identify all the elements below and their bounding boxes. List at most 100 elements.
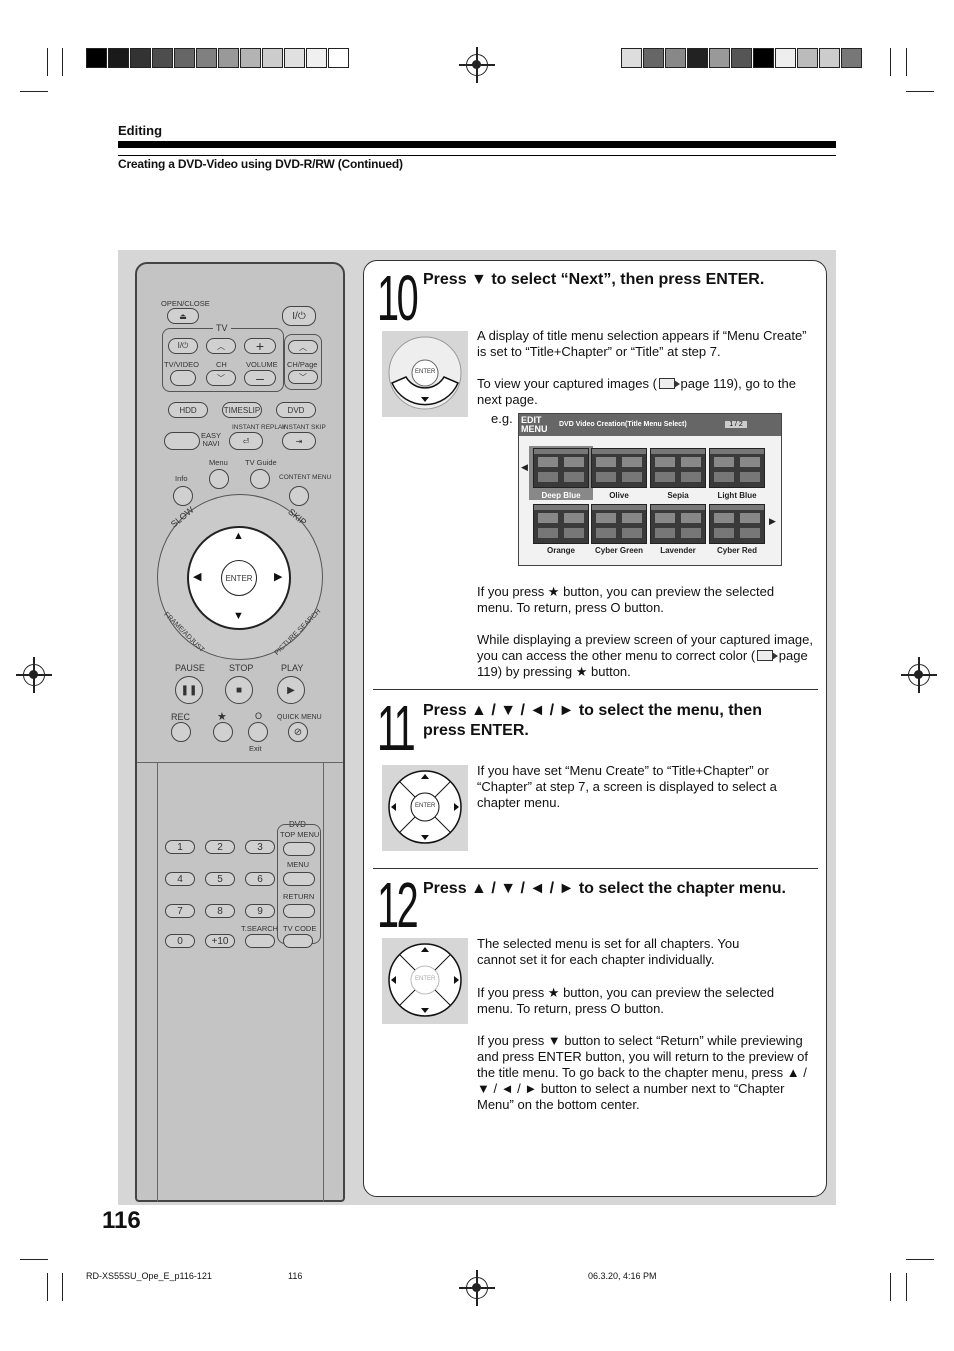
dpad-down-icon	[388, 336, 462, 410]
color-bar-right	[621, 48, 863, 68]
key-8[interactable]: 8	[205, 904, 235, 918]
step-number: 10	[377, 262, 419, 334]
menu-thumb[interactable]	[709, 504, 765, 544]
dpad-right-icon[interactable]: ▶	[274, 571, 283, 583]
circle-label: O	[255, 711, 263, 721]
pause-button[interactable]: ❚❚	[175, 676, 203, 704]
instant-replay-label: INSTANT REPLAY	[232, 424, 287, 431]
step-heading: Press ▲ / ▼ / ◄ / ► to select the menu, …	[423, 702, 762, 739]
key-9[interactable]: 9	[245, 904, 275, 918]
edit-menu-logo: EDIT MENU	[521, 415, 548, 434]
dvd-button[interactable]: DVD	[276, 402, 316, 418]
tv-guide-button[interactable]	[250, 469, 270, 489]
menu-thumb[interactable]	[533, 504, 589, 544]
info-button[interactable]	[173, 486, 193, 506]
crop-mark	[906, 1273, 907, 1301]
volume-down-button[interactable]: –	[244, 370, 276, 386]
ch-up-button[interactable]: ︿	[206, 338, 236, 354]
top-menu-label: TOP MENU	[280, 830, 320, 839]
menu-label: Cyber Green	[594, 546, 644, 555]
page-subtitle: Creating a DVD-Video using DVD-R/RW (Con…	[118, 157, 403, 171]
step-number: 11	[377, 692, 416, 764]
enter-label: ENTER	[415, 369, 436, 375]
footer-date: 06.3.20, 4:16 PM	[588, 1271, 657, 1281]
menu-thumb[interactable]	[591, 504, 647, 544]
menu-thumb[interactable]	[533, 448, 589, 488]
ch-page-label: CH/Page	[287, 360, 318, 369]
open-close-label: OPEN/CLOSE	[161, 299, 210, 308]
page-number: 116	[102, 1207, 141, 1234]
menu-thumb[interactable]	[650, 448, 706, 488]
dpad-up-icon[interactable]: ▲	[233, 530, 244, 542]
screen-titlebar	[519, 414, 781, 436]
dpad-left-icon[interactable]: ◀	[193, 571, 202, 583]
dpad-all-directions-icon	[388, 943, 462, 1017]
hdd-button[interactable]: HDD	[168, 402, 208, 418]
registration-mark-icon	[16, 657, 52, 693]
ch-page-down-button[interactable]: ﹀	[288, 370, 318, 384]
power-button[interactable]: I/⏻	[282, 306, 316, 326]
key-0[interactable]: 0	[165, 934, 195, 948]
ch-down-button[interactable]: ﹀	[206, 370, 236, 386]
key-1[interactable]: 1	[165, 840, 195, 854]
enter-label: ENTER	[415, 976, 436, 982]
menu-button[interactable]	[209, 469, 229, 489]
key-5[interactable]: 5	[205, 872, 235, 886]
key-4[interactable]: 4	[165, 872, 195, 886]
screen-right-arrow-icon[interactable]: ▶	[769, 516, 776, 526]
instant-skip-label: INSTANT SKIP	[282, 424, 326, 431]
menu-label: Orange	[546, 546, 575, 555]
menu-thumb[interactable]	[650, 504, 706, 544]
menu-label: Lavender	[660, 546, 696, 555]
screen-left-arrow-icon[interactable]: ◀	[521, 462, 528, 472]
play-button[interactable]: ▶	[277, 676, 305, 704]
top-menu-button[interactable]	[283, 842, 315, 856]
step-heading: Press ▼ to select “Next”, then press ENT…	[423, 271, 765, 288]
key-2[interactable]: 2	[205, 840, 235, 854]
dpad-down-icon[interactable]: ▼	[233, 610, 244, 622]
tv-power-button[interactable]: I/⏻	[168, 338, 198, 354]
quick-menu-button[interactable]: ⊘	[288, 722, 308, 742]
dvd-menu-button[interactable]	[283, 872, 315, 886]
step-number: 12	[377, 869, 419, 941]
content-menu-label: CONTENT MENU	[279, 474, 332, 481]
step-heading: Press ▲ / ▼ / ◄ / ► to select the chapte…	[423, 880, 786, 897]
easy-navi-button[interactable]	[164, 432, 200, 450]
rec-button[interactable]	[171, 722, 191, 742]
enter-button[interactable]: ENTER	[221, 560, 257, 596]
remote-vertical-line	[323, 762, 324, 1202]
volume-up-button[interactable]: +	[244, 338, 276, 354]
stop-button[interactable]: ■	[225, 676, 253, 704]
remote-divider	[137, 762, 343, 763]
key-6[interactable]: 6	[245, 872, 275, 886]
header-rule-thin	[118, 155, 836, 156]
crop-mark	[890, 48, 891, 76]
menu-thumb[interactable]	[709, 448, 765, 488]
menu-thumb[interactable]	[591, 448, 647, 488]
key-plus10[interactable]: +10	[205, 934, 235, 948]
star-button[interactable]	[213, 722, 233, 742]
enter-label: ENTER	[415, 803, 436, 809]
instant-skip-button[interactable]: ⇥	[282, 432, 316, 450]
key-3[interactable]: 3	[245, 840, 275, 854]
instant-replay-button[interactable]: ⏎	[229, 432, 263, 450]
step10-para3: If you press ★ button, you can preview t…	[477, 584, 775, 615]
dpad-illustration: ENTER	[382, 765, 468, 851]
step-divider	[373, 868, 818, 869]
content-menu-button[interactable]	[289, 486, 309, 506]
pause-label: PAUSE	[175, 663, 205, 673]
eg-label: e.g.	[491, 411, 513, 426]
return-button[interactable]	[283, 904, 315, 918]
menu-label: Light Blue	[717, 491, 757, 500]
tv-video-button[interactable]	[170, 370, 196, 386]
registration-mark-icon	[459, 47, 495, 83]
key-7[interactable]: 7	[165, 904, 195, 918]
tv-code-button[interactable]	[283, 934, 313, 948]
tsearch-button[interactable]	[245, 934, 275, 948]
quick-menu-label: QUICK MENU	[277, 714, 322, 721]
open-close-button[interactable]: ⏏	[167, 308, 199, 324]
ch-page-up-button[interactable]: ︿	[288, 340, 318, 354]
circle-button[interactable]	[248, 722, 268, 742]
timeslip-button[interactable]: TIMESLIP	[222, 402, 262, 418]
page-reference-icon	[757, 650, 779, 661]
